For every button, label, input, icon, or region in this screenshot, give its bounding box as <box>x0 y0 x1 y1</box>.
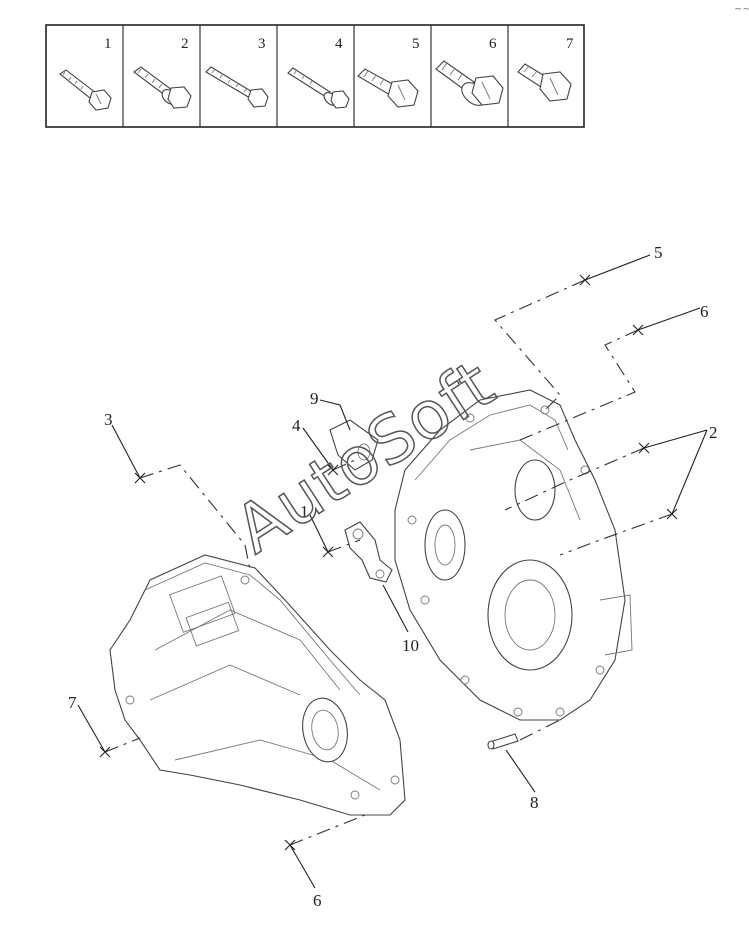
bolt-cell-number-2: 2 <box>181 36 189 52</box>
bolt-7-icon <box>517 63 572 102</box>
callout-1-label: 1 <box>300 502 309 521</box>
gasket-part-10-drawing <box>344 521 393 583</box>
bolt-3-icon <box>205 66 269 108</box>
bolt-reference-table: 1 2 3 4 5 6 7 <box>45 24 585 128</box>
callout-8-label: 8 <box>530 793 539 812</box>
bolt-cell-number-4: 4 <box>335 36 343 52</box>
bolt-cell-number-1: 1 <box>104 36 112 52</box>
callout-5-label: 5 <box>654 243 663 262</box>
bolt-cell-number-5: 5 <box>412 36 420 52</box>
bracket-part-9-drawing <box>329 419 379 471</box>
left-housing-drawing <box>109 554 406 816</box>
callout-3-label: 3 <box>104 410 113 429</box>
callout-7-label: 7 <box>68 693 77 712</box>
callout-2-label: 2 <box>709 423 718 442</box>
bolt-path-lines <box>104 279 673 846</box>
callout-6-upper-label: 6 <box>700 302 709 321</box>
bolt-cell-number-3: 3 <box>258 36 266 52</box>
callout-4-label: 4 <box>292 416 301 435</box>
bolt-2-icon <box>133 66 192 109</box>
callout-9-label: 9 <box>310 389 319 408</box>
callout-10-label: 10 <box>402 636 419 655</box>
bolt-1-icon <box>59 69 112 111</box>
bolt-6-icon <box>435 60 504 106</box>
right-housing-drawing <box>394 389 633 721</box>
callout-6-lower-label: 6 <box>313 891 322 910</box>
bolt-5-icon <box>357 68 419 108</box>
bolt-4-icon <box>287 67 350 109</box>
corner-mark: ~~ <box>734 4 749 15</box>
bolt-cell-number-6: 6 <box>489 36 497 52</box>
leader-lines <box>77 254 708 889</box>
bolt-cell-number-7: 7 <box>566 36 574 52</box>
dowel-pin-part-8-drawing <box>487 733 519 750</box>
